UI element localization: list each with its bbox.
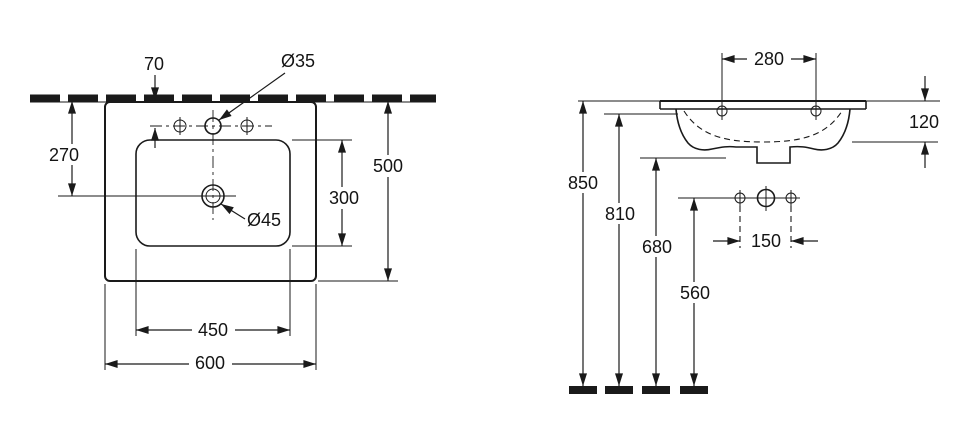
dim-hole-spacing-label: 280 bbox=[754, 49, 784, 69]
dim-bowl-depth-label: 300 bbox=[329, 188, 359, 208]
basin-inner-bowl bbox=[135, 139, 291, 247]
dim-width-label: 600 bbox=[195, 353, 225, 373]
dim-depth-label: 500 bbox=[373, 156, 403, 176]
basin-outline-elevation bbox=[578, 100, 940, 211]
plan-dimensions: 70 Ø35 270 500 300 Ø45 bbox=[42, 51, 409, 374]
dim-outlet-height-label: 560 bbox=[680, 283, 710, 303]
dim-underside-height-label: 810 bbox=[605, 204, 635, 224]
dim-drain-from-wall-label: 270 bbox=[49, 145, 79, 165]
dim-front-height-label: 120 bbox=[909, 112, 939, 132]
dim-outlet-spacing-label: 150 bbox=[751, 231, 781, 251]
apron-profile bbox=[675, 108, 851, 164]
dim-bottom-height-label: 680 bbox=[642, 237, 672, 257]
faucet-hole-center bbox=[204, 117, 222, 135]
elevation-view: 280 120 850 810 680 560 bbox=[561, 48, 940, 394]
dim-bowl-width-label: 450 bbox=[198, 320, 228, 340]
drain-hole-outer bbox=[201, 184, 225, 208]
dim-hole-setback-label: 70 bbox=[144, 54, 164, 74]
dim-rim-height-label: 850 bbox=[568, 173, 598, 193]
elevation-dimensions: 280 120 850 810 680 560 bbox=[561, 48, 939, 387]
drain-hole-inner bbox=[205, 188, 221, 204]
dim-hole-diameter-label: Ø35 bbox=[281, 51, 315, 71]
plan-view: 70 Ø35 270 500 300 Ø45 bbox=[30, 51, 436, 374]
bowl-hidden-curve bbox=[683, 110, 843, 143]
basin-outline-plan bbox=[58, 101, 317, 282]
basin-outer-rect bbox=[104, 101, 317, 282]
dim-drain-diameter-label: Ø45 bbox=[247, 210, 281, 230]
